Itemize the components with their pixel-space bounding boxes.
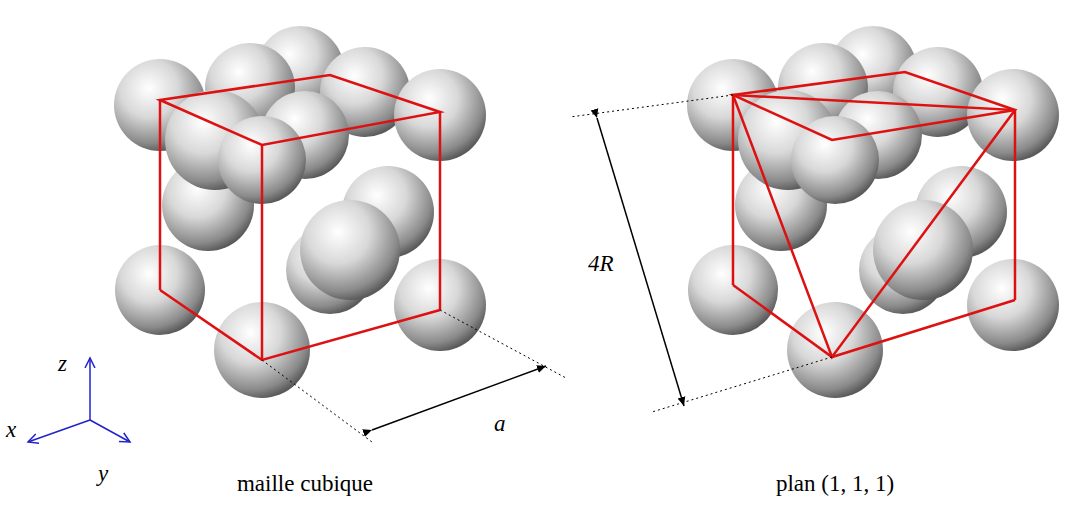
figure-caption: maille cubique	[237, 472, 373, 495]
axis-label: x	[6, 418, 16, 441]
atom-sphere	[300, 200, 400, 300]
atom-sphere	[967, 259, 1059, 351]
atom-sphere	[791, 116, 879, 204]
dimension-line	[570, 95, 832, 412]
dimension-arrow	[372, 366, 546, 430]
dimension-label: 4R	[588, 252, 614, 275]
axis-label: y	[98, 462, 108, 485]
axes	[28, 358, 130, 442]
axis-label: z	[58, 352, 67, 375]
sphere-stack	[114, 26, 486, 398]
dimension-line	[262, 310, 566, 442]
dimension-label: a	[494, 412, 506, 435]
cube-outline	[160, 75, 440, 360]
figure-caption: plan (1, 1, 1)	[776, 472, 894, 495]
atom-sphere	[787, 302, 883, 398]
atom-sphere	[873, 200, 973, 300]
sphere-stack	[687, 26, 1059, 398]
cube-outline	[733, 72, 1015, 357]
